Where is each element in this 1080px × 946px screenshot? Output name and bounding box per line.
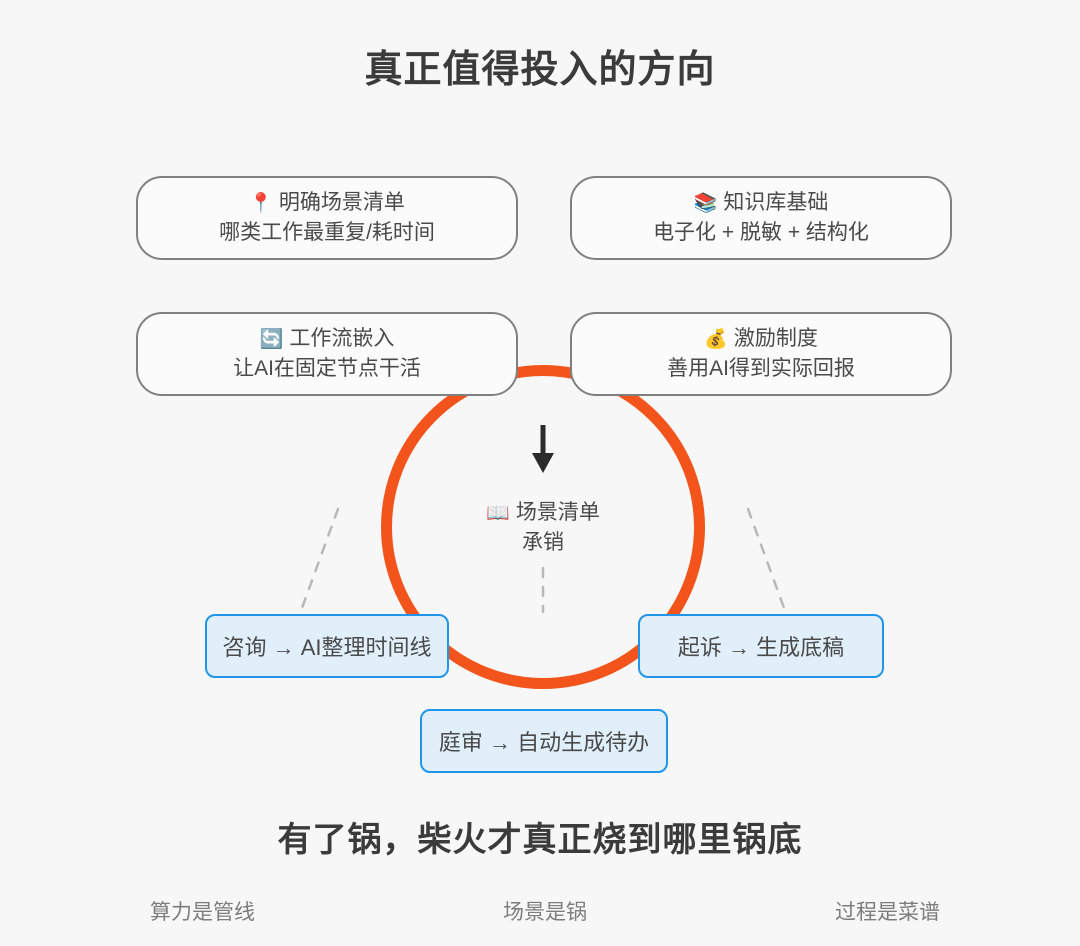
down-arrow-icon	[532, 425, 554, 473]
card-workflow-line2: 让AI在固定节点干活	[233, 357, 421, 380]
card-scene-list-line1: 📍明确场景清单	[249, 190, 405, 214]
footer-row: 算力是管线 场景是锅 过程是菜谱	[150, 896, 940, 926]
footer-item-compute: 算力是管线	[150, 901, 255, 924]
page-subtitle: 有了锅，柴火才真正烧到哪里锅底	[277, 821, 803, 859]
center-label-line2: 承销	[522, 531, 564, 555]
leaf-box-trial[interactable]: 庭审 → 自动生成待办	[420, 709, 668, 773]
open-book-icon: 📖	[486, 503, 510, 524]
card-incentive[interactable]: 💰激励制度 善用AI得到实际回报	[570, 312, 952, 396]
connector-right	[746, 507, 786, 610]
card-knowledge-base-line2: 电子化 + 脱敏 + 结构化	[653, 221, 869, 244]
page-title: 真正值得投入的方向	[364, 49, 716, 91]
card-scene-list[interactable]: 📍明确场景清单 哪类工作最重复/耗时间	[136, 176, 518, 260]
connector-left	[300, 507, 340, 610]
money-bag-icon: 💰	[704, 328, 728, 350]
card-workflow[interactable]: 🔄工作流嵌入 让AI在固定节点干活	[136, 312, 518, 396]
leaf-box-consult[interactable]: 咨询 → AI整理时间线	[205, 614, 449, 678]
card-scene-list-line2: 哪类工作最重复/耗时间	[219, 221, 435, 244]
card-knowledge-base[interactable]: 📚知识库基础 电子化 + 脱敏 + 结构化	[570, 176, 952, 260]
footer-item-process: 过程是菜谱	[835, 901, 940, 924]
pin-icon: 📍	[249, 192, 273, 214]
leaf-box-sue[interactable]: 起诉 → 生成底稿	[638, 614, 884, 678]
refresh-cycle-icon: 🔄	[259, 328, 284, 350]
card-incentive-line2: 善用AI得到实际回报	[667, 357, 855, 380]
books-icon: 📚	[693, 192, 718, 214]
footer-item-scene: 场景是锅	[503, 901, 587, 924]
center-label: 📖场景清单 承销	[383, 498, 703, 559]
orange-ring	[381, 365, 705, 689]
card-knowledge-base-line1: 📚知识库基础	[693, 190, 829, 214]
center-label-line1: 📖场景清单	[486, 501, 600, 524]
card-incentive-line1: 💰激励制度	[704, 326, 818, 350]
card-workflow-line1: 🔄工作流嵌入	[259, 326, 395, 350]
